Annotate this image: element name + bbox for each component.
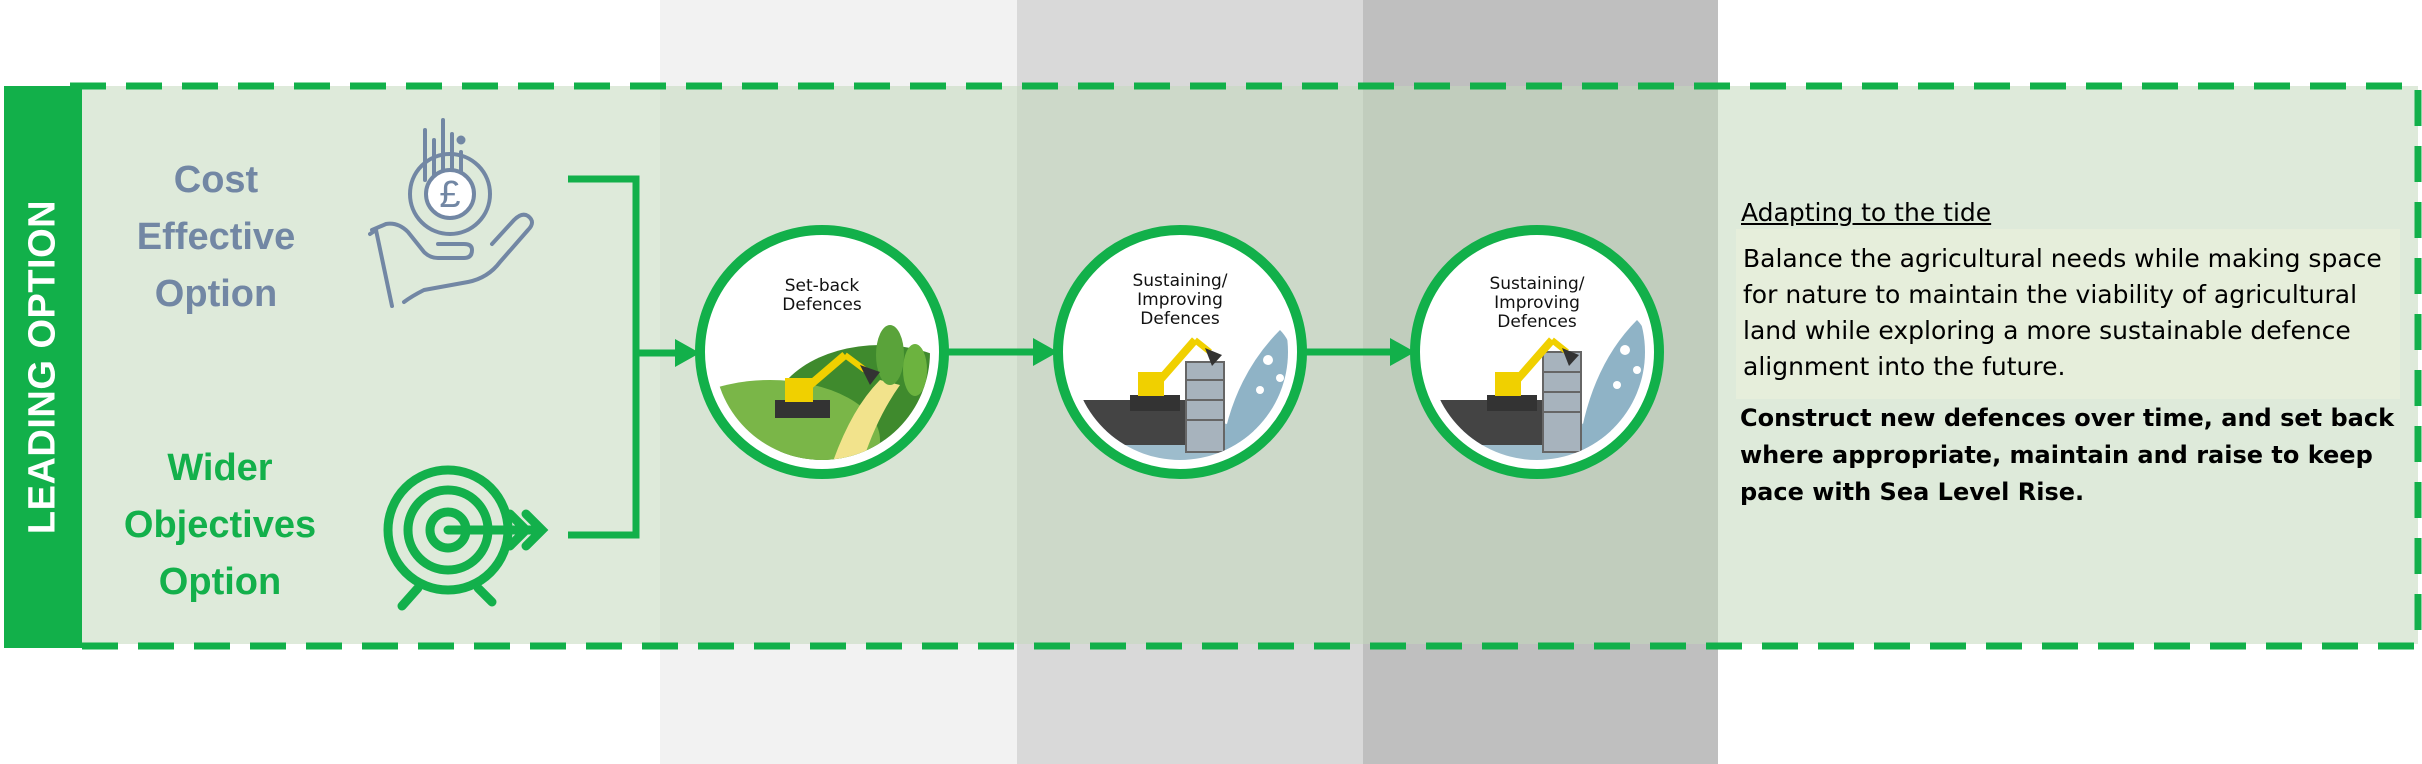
stage-1-label: Set-back Defences [782, 276, 862, 315]
description-body: Balance the agricultural needs while mak… [1743, 244, 2382, 381]
description-box [1736, 229, 2400, 399]
stage-2-label: Sustaining/ Improving Defences [1132, 271, 1228, 329]
stage-3-label: Sustaining/ Improving Defences [1489, 274, 1585, 332]
cost-effective-option-label: Cost Effective Option [136, 159, 296, 315]
target-arrow-icon [383, 465, 549, 611]
hand-pound-coin-icon: £ [368, 118, 534, 308]
wider-objectives-option-label: Wider Objectives Option [123, 447, 317, 603]
stage-3-circle [1410, 225, 1664, 479]
arrow-to-stage-1-head [675, 339, 700, 367]
wider-connector [568, 353, 640, 539]
arrow-stage-1-2-head [1033, 338, 1058, 366]
stage-2-circle [1053, 225, 1307, 479]
pound-symbol: £ [439, 174, 460, 216]
arrow-stage-2-3-head [1390, 338, 1415, 366]
stage-1-circle [695, 225, 949, 479]
description-action: Construct new defences over time, and se… [1740, 404, 2395, 506]
leading-option-bar [4, 86, 82, 648]
description-title: Adapting to the tide [1741, 198, 1992, 227]
cost-connector [568, 175, 640, 353]
leading-option-label: LEADING OPTION [21, 199, 64, 535]
